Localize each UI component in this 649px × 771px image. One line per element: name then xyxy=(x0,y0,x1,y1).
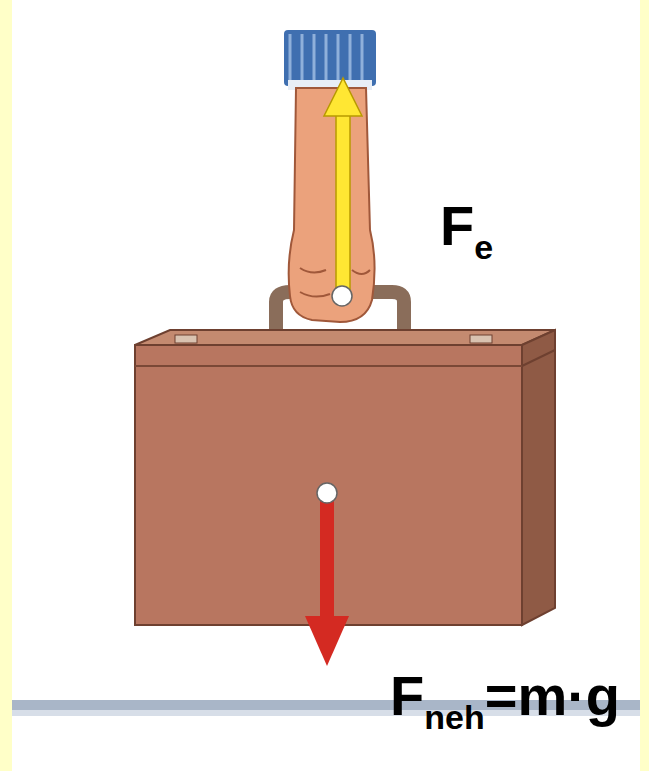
sleeve xyxy=(284,30,376,86)
force-arrow-down xyxy=(320,498,334,620)
force-symbol: F xyxy=(440,194,474,257)
force-symbol: F xyxy=(390,664,424,727)
suitcase-lock xyxy=(175,335,197,343)
suitcase-seam xyxy=(522,350,555,366)
hand xyxy=(289,88,375,322)
weight-formula: =m·g xyxy=(485,664,620,727)
force-label: Fneh=m·g xyxy=(390,668,620,724)
suitcase-side xyxy=(522,330,555,625)
center-of-mass xyxy=(317,483,337,503)
arrowhead-up xyxy=(324,78,362,116)
force-label: Fe xyxy=(440,198,493,254)
application-point xyxy=(332,286,352,306)
suitcase-lock xyxy=(470,335,492,343)
suitcase-seam xyxy=(135,365,522,367)
force-subscript: neh xyxy=(424,698,484,736)
white-panel xyxy=(12,0,640,771)
arrowhead-down xyxy=(305,616,349,666)
sleeve-texture xyxy=(290,34,362,82)
force-arrow-up xyxy=(336,112,350,292)
force-subscript: e xyxy=(474,228,493,266)
suitcase-top xyxy=(135,330,555,345)
suitcase-front xyxy=(135,345,522,625)
